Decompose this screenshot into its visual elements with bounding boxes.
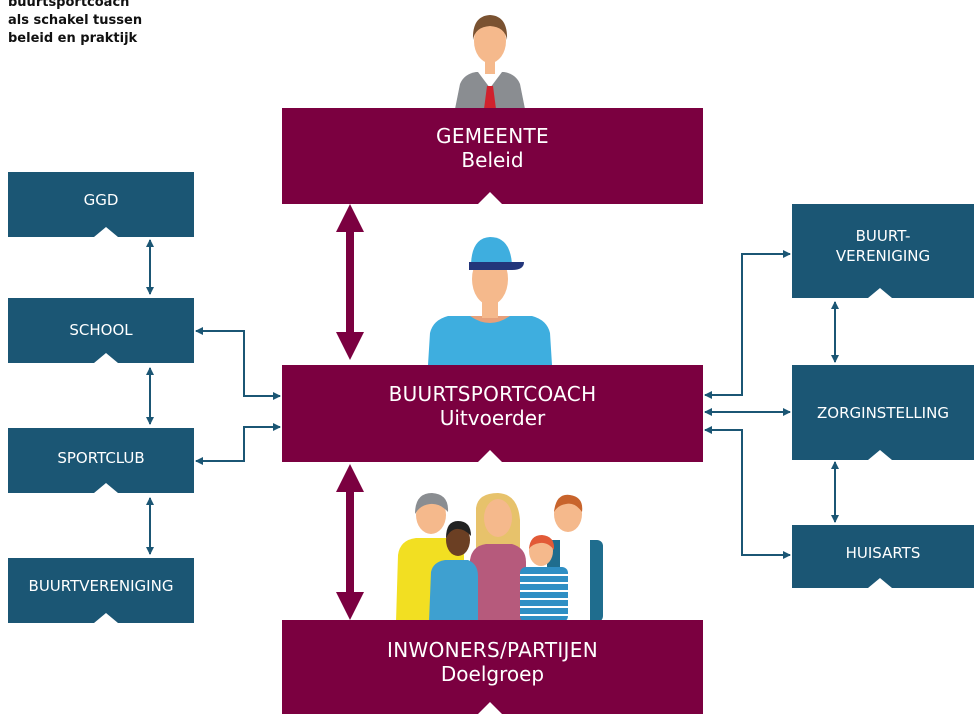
sportclub-box (8, 428, 194, 493)
huisarts-box (792, 525, 974, 588)
buurtvereniging-left-box (8, 558, 194, 623)
school-coach-connector (195, 327, 281, 400)
sportclub-coach-connector (195, 423, 281, 465)
buurtsportcoach-title: BUURTSPORTCOACH (388, 382, 597, 406)
zorginstelling-box (792, 365, 974, 460)
sports-coach-icon (428, 237, 552, 365)
school-box (8, 298, 194, 363)
school-label: SCHOOL (69, 321, 133, 339)
inwoners-subtitle: Doelgroep (440, 662, 545, 686)
people-group-icon (396, 493, 603, 622)
ggd-box (8, 172, 194, 237)
gemeente-title: GEMEENTE (436, 124, 549, 148)
coach-buurtvereniging-connector (704, 250, 791, 399)
coach-huisarts-connector (704, 426, 791, 559)
caption-line: als schakel tussen (8, 13, 143, 28)
coach-gemeente-connector (336, 204, 364, 360)
buurtvereniging-right-line1: BUURT- (855, 227, 911, 245)
gemeente-subtitle: Beleid (461, 148, 524, 172)
buurtsportcoach-label: BUURTSPORTCOACH Uitvoerder (282, 382, 703, 430)
huisarts-label: HUISARTS (845, 544, 921, 562)
caption-line: buurtsportcoach (8, 0, 130, 10)
businessman-icon (455, 15, 525, 109)
coach-inwoners-connector (336, 464, 364, 620)
gemeente-box (282, 108, 703, 204)
diagram-caption: buurtsportcoach als schakel tussen belei… (8, 0, 142, 48)
inwoners-box (282, 620, 703, 714)
buurtvereniging-right-label: BUURT- VERENIGING (792, 226, 974, 266)
sportclub-label: SPORTCLUB (57, 449, 145, 467)
buurtvereniging-right-line2: VERENIGING (835, 247, 931, 265)
inwoners-title: INWONERS/PARTIJEN (387, 638, 598, 662)
caption-line: beleid en praktijk (8, 31, 138, 46)
buurtsportcoach-box (282, 365, 703, 462)
buurtvereniging-right-box (792, 204, 974, 298)
buurtsportcoach-subtitle: Uitvoerder (439, 406, 546, 430)
gemeente-label: GEMEENTE Beleid (282, 124, 703, 172)
buurtvereniging-left-label: BUURTVERENIGING (28, 577, 174, 595)
ggd-label: GGD (83, 191, 119, 209)
zorginstelling-label: ZORGINSTELLING (817, 404, 949, 422)
inwoners-label: INWONERS/PARTIJEN Doelgroep (282, 638, 703, 686)
